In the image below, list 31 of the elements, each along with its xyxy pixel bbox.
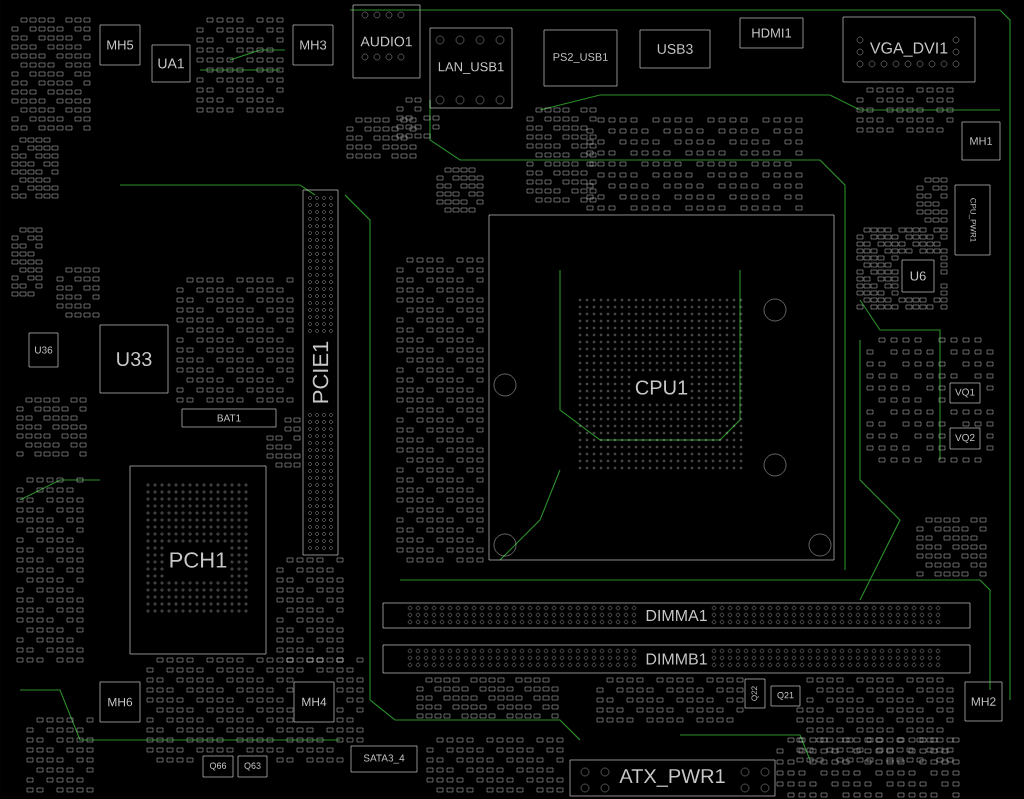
component-outline: HDMI1 [739, 17, 804, 49]
component-outline: CPU1 [488, 214, 835, 561]
component-outline: ATX_PWR1 [569, 759, 776, 797]
component-outline: AUDIO1 [352, 4, 421, 79]
component-outline: PCH1 [129, 465, 267, 655]
component-outline: USB3 [639, 29, 711, 69]
component-outline: BAT1 [181, 408, 277, 428]
component-outline: PCIE1 [302, 189, 339, 556]
component-outline: U33 [99, 324, 169, 394]
component-outline: VQ2 [949, 427, 981, 450]
component-outline: Q21 [770, 685, 801, 707]
component-outline: CPU_PWR1 [954, 184, 991, 256]
component-outline: Q22 [744, 678, 766, 709]
component-outline: MH5 [99, 24, 141, 66]
component-outline: Q63 [237, 755, 268, 778]
component-outline: MH2 [964, 681, 1003, 722]
component-outline: MH6 [99, 681, 141, 723]
component-outline: VQ1 [949, 382, 981, 404]
component-outline: DIMMA1 [382, 602, 971, 629]
component-outline: MH4 [293, 681, 335, 723]
component-outline: VGA_DVI1 [842, 16, 976, 83]
component-outline: DIMMB1 [382, 644, 971, 674]
component-outline: UA1 [151, 44, 191, 83]
component-outline: MH3 [292, 24, 334, 66]
component-outline: U36 [28, 332, 59, 368]
component-outline: U6 [901, 259, 935, 293]
component-outline: Q66 [202, 755, 234, 778]
component-outline: MH1 [961, 121, 1001, 161]
component-outline: PS2_USB1 [543, 29, 618, 87]
component-outline: SATA3_4 [350, 745, 418, 773]
component-outline: LAN_USB1 [429, 27, 513, 109]
